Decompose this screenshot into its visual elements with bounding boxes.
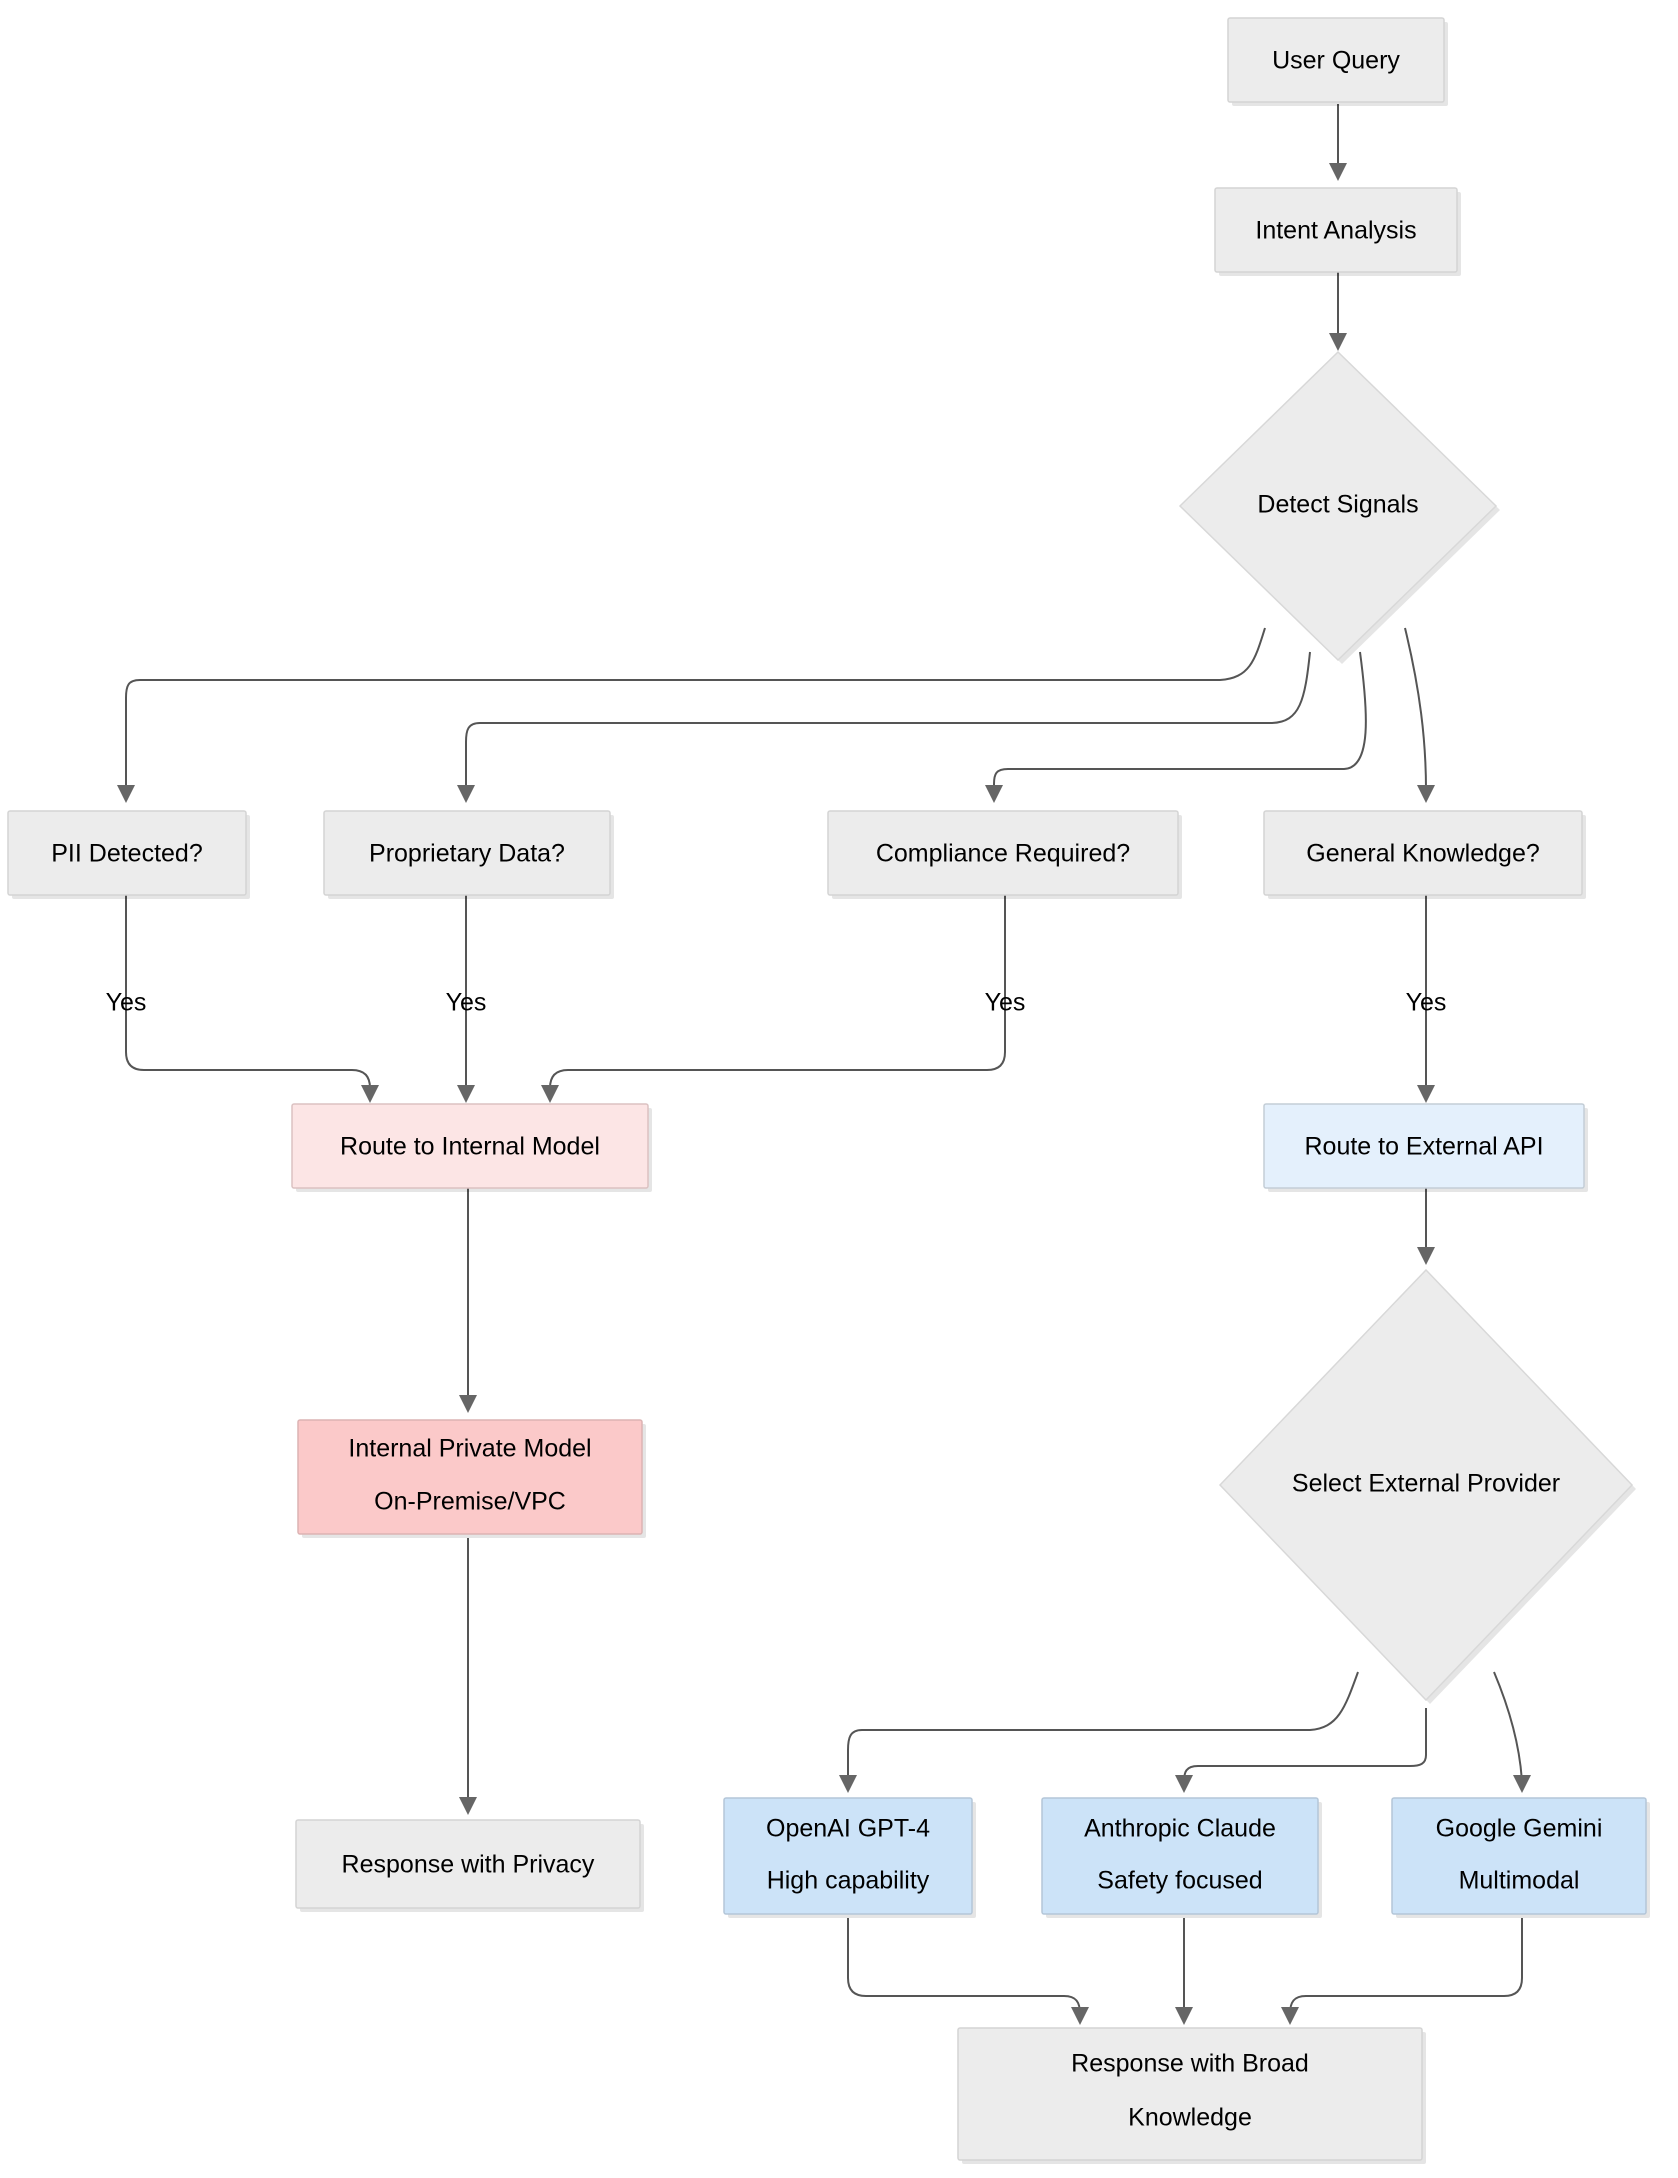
node-google-gemini-box[interactable] [1391, 1797, 1647, 1915]
edges-layer [117, 104, 1531, 2025]
node-detect-signals[interactable]: Detect Signals [1178, 350, 1500, 664]
node-select-external-provider[interactable]: Select External Provider [1218, 1268, 1636, 1704]
edge-pii-detected-to-route-internal [125, 895, 379, 1103]
node-response-with-privacy-box[interactable] [295, 1819, 641, 1909]
node-response-with-broad-knowledge-line2: Knowledge [1128, 2104, 1252, 2132]
node-route-external-api[interactable]: Route to External API [1263, 1103, 1588, 1192]
nodes-layer: User Query Intent Analysis Detect Signal… [7, 17, 1650, 2164]
node-intent-analysis-box[interactable] [1214, 187, 1458, 273]
node-route-internal-model[interactable]: Route to Internal Model [291, 1103, 652, 1192]
node-anthropic-claude[interactable]: Anthropic Claude Safety focused [1041, 1797, 1322, 1918]
node-internal-private-model-box[interactable] [297, 1419, 643, 1535]
node-route-internal-model-box[interactable] [291, 1103, 649, 1189]
node-intent-analysis[interactable]: Intent Analysis [1214, 187, 1461, 276]
node-anthropic-claude-line2: Safety focused [1097, 1867, 1262, 1895]
node-openai-gpt4-line1: OpenAI GPT-4 [766, 1815, 930, 1843]
edge-detect-signals-to-proprietary-data [457, 651, 1311, 803]
node-user-query-label: User Query [1272, 47, 1400, 75]
node-general-knowledge-box[interactable] [1263, 810, 1583, 896]
node-compliance-required[interactable]: Compliance Required? [827, 810, 1182, 899]
node-route-internal-model-label: Route to Internal Model [340, 1133, 600, 1161]
node-intent-analysis-label: Intent Analysis [1255, 217, 1416, 245]
node-response-with-privacy[interactable]: Response with Privacy [295, 1819, 644, 1912]
edge-label-compliance-yes: Yes [985, 989, 1026, 1017]
node-response-with-broad-knowledge[interactable]: Response with Broad Knowledge [957, 2027, 1426, 2164]
node-route-external-api-box[interactable] [1263, 1103, 1585, 1189]
node-compliance-required-box[interactable] [827, 810, 1179, 896]
edge-detect-signals-to-compliance-required [985, 651, 1367, 803]
node-general-knowledge-label: General Knowledge? [1306, 840, 1540, 868]
node-select-external-provider-label: Select External Provider [1292, 1470, 1560, 1498]
node-compliance-required-label: Compliance Required? [876, 840, 1130, 868]
edge-labels-layer: Yes Yes Yes Yes [106, 989, 1447, 1017]
node-proprietary-data[interactable]: Proprietary Data? [323, 810, 614, 899]
edge-select-provider-to-anthropic-claude [1175, 1708, 1427, 1793]
node-detect-signals-label: Detect Signals [1257, 491, 1418, 519]
node-openai-gpt4-line2: High capability [767, 1867, 930, 1895]
node-response-with-privacy-label: Response with Privacy [342, 1851, 595, 1879]
edge-label-proprietary-yes: Yes [446, 989, 487, 1017]
edge-select-provider-to-openai-gpt4 [839, 1671, 1359, 1793]
node-user-query[interactable]: User Query [1227, 17, 1448, 106]
node-pii-detected-box[interactable] [7, 810, 247, 896]
node-google-gemini-line2: Multimodal [1459, 1867, 1580, 1895]
edge-label-general-yes: Yes [1406, 989, 1447, 1017]
node-internal-private-model[interactable]: Internal Private Model On-Premise/VPC [297, 1419, 646, 1538]
edge-detect-signals-to-pii-detected [117, 627, 1266, 803]
node-openai-gpt4[interactable]: OpenAI GPT-4 High capability [723, 1797, 976, 1918]
edge-detect-signals-to-general-knowledge [1404, 627, 1435, 803]
node-proprietary-data-box[interactable] [323, 810, 611, 896]
node-route-external-api-label: Route to External API [1304, 1133, 1543, 1161]
node-google-gemini[interactable]: Google Gemini Multimodal [1391, 1797, 1650, 1918]
node-response-with-broad-knowledge-line1: Response with Broad [1071, 2050, 1309, 2078]
node-internal-private-model-line1: Internal Private Model [348, 1435, 591, 1463]
edge-compliance-required-to-route-internal [541, 895, 1006, 1103]
node-response-with-broad-knowledge-box[interactable] [957, 2027, 1423, 2161]
node-openai-gpt4-box[interactable] [723, 1797, 973, 1915]
node-internal-private-model-line2: On-Premise/VPC [374, 1488, 566, 1516]
node-select-external-provider-shape[interactable] [1218, 1268, 1634, 1702]
edge-label-pii-yes: Yes [106, 989, 147, 1017]
node-proprietary-data-label: Proprietary Data? [369, 840, 565, 868]
edge-select-provider-to-google-gemini [1493, 1671, 1531, 1793]
node-general-knowledge[interactable]: General Knowledge? [1263, 810, 1586, 899]
node-anthropic-claude-line1: Anthropic Claude [1084, 1815, 1276, 1843]
edge-openai-gpt4-to-response-broad [847, 1918, 1089, 2025]
node-pii-detected[interactable]: PII Detected? [7, 810, 250, 899]
node-user-query-box[interactable] [1227, 17, 1445, 103]
node-pii-detected-label: PII Detected? [51, 840, 202, 868]
node-anthropic-claude-box[interactable] [1041, 1797, 1319, 1915]
edge-google-gemini-to-response-broad [1281, 1918, 1523, 2025]
node-google-gemini-line1: Google Gemini [1436, 1815, 1603, 1843]
node-detect-signals-shape[interactable] [1178, 350, 1498, 662]
